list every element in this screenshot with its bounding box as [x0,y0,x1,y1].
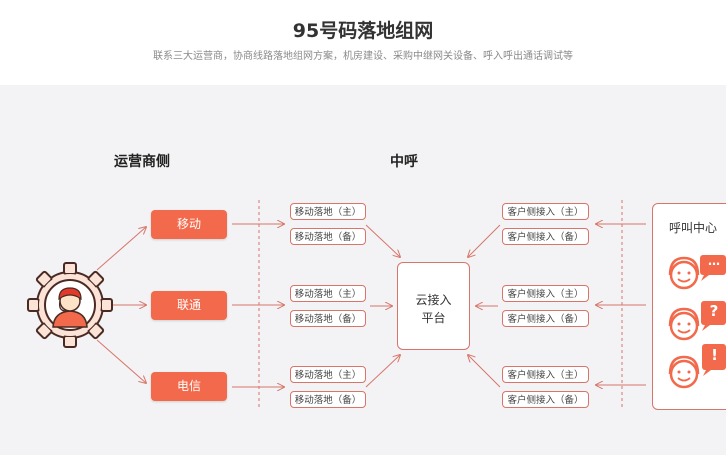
customer-tag-primary: 客户侧接入（主） [502,285,589,302]
cloud-access-platform: 云接入 平台 [397,262,470,350]
bubble-question: ? [709,302,719,320]
landing-tag-backup: 移动落地（备） [290,310,366,327]
customer-tag-backup: 客户侧接入（备） [502,391,589,408]
agent-headset-icon [668,344,726,389]
platform-label-line1: 云接入 [415,293,452,307]
page-title: 95号码落地组网 [292,20,434,42]
carrier-side-heading: 运营商侧 [114,154,170,170]
landing-tag-primary: 移动落地（主） [290,366,366,383]
landing-tag-primary: 移动落地（主） [290,203,366,220]
customer-tag-primary: 客户侧接入（主） [502,203,589,220]
carrier-button-mobile[interactable]: 移动 [151,210,227,239]
header-section: 95号码落地组网 联系三大运营商，协商线路落地组网方案，机房建设、采购中继网关设… [0,0,726,85]
call-center-title: 呼叫中心 [669,221,718,235]
platform-label-line2: 平台 [421,311,446,325]
landing-tag-backup: 移动落地（备） [290,391,366,408]
middle-heading: 中呼 [390,154,418,170]
customer-tag-primary: 客户侧接入（主） [502,366,589,383]
landing-tag-backup: 移动落地（备） [290,228,366,245]
bubble-ellipsis: … [708,254,720,268]
landing-tag-primary: 移动落地（主） [290,285,366,302]
agent-headset-icon [668,301,726,341]
customer-tag-backup: 客户侧接入（备） [502,228,589,245]
customer-tag-backup: 客户侧接入（备） [502,310,589,327]
carrier-button-unicom[interactable]: 联通 [151,291,227,320]
bubble-exclamation: ! [711,346,718,364]
carrier-button-telecom[interactable]: 电信 [151,372,227,401]
operator-gear-icon [27,262,113,348]
page-subtitle: 联系三大运营商，协商线路落地组网方案，机房建设、采购中继网关设备、呼入呼出通话调… [153,51,573,62]
agent-headset-icon [668,255,726,290]
